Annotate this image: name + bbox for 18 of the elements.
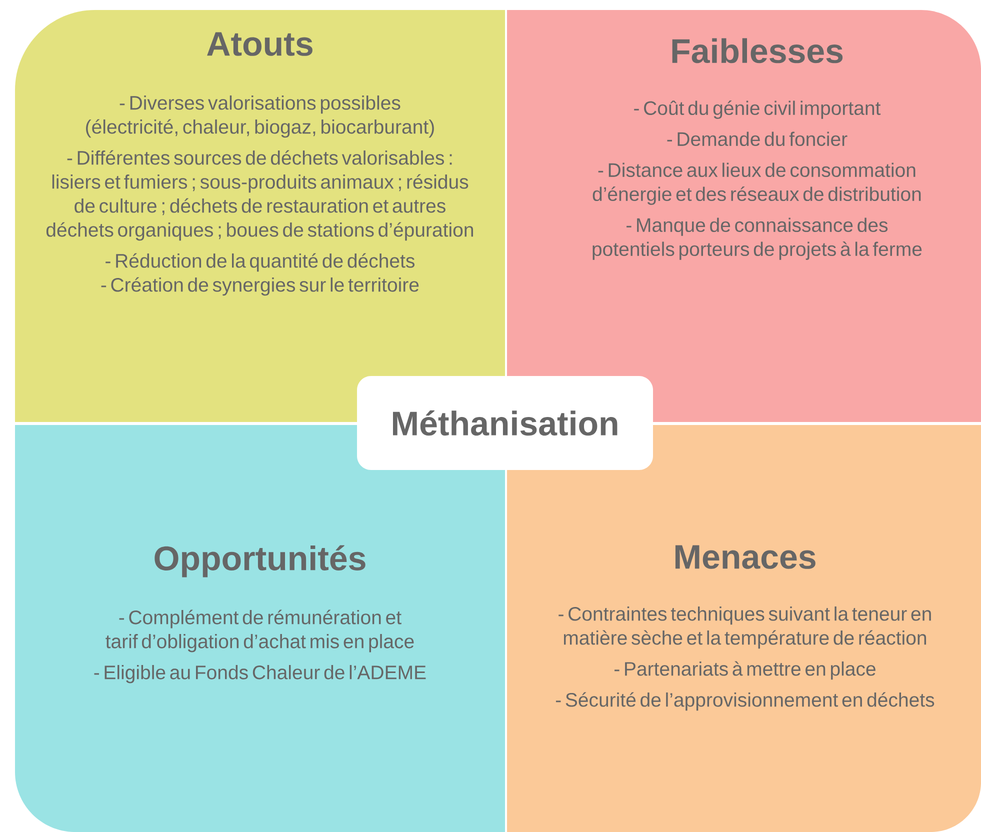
bullet-text: - Eligible au Fonds Chaleur de l’ADEME — [94, 665, 426, 684]
bullet-text: - Sécurité de l’approvisionnement en déchets — [556, 692, 934, 711]
heading: Opportunités — [154, 545, 366, 578]
center-title: Méthanisation — [393, 410, 618, 436]
heading: Menaces — [675, 545, 816, 569]
bullet-text: - Coût du génie civil important — [634, 100, 881, 119]
bullet-text: - Distance aux lieux de consommation d’énergie et des réseaux de distribution — [592, 162, 921, 205]
heading: Atouts — [207, 32, 312, 56]
bullet-text: - Manque de connaissance des potentiels porteurs de projets à la ferme — [592, 218, 922, 260]
bullet-text: - Diverses valorisations possibles (électricité, chaleur, biogaz, biocarburant) — [86, 95, 434, 138]
heading: Faiblesses — [672, 38, 843, 64]
bullet-text: - Contraintes techniques suivant la teneur en matière sèche et la température de réaction — [558, 606, 931, 649]
center-box — [357, 376, 654, 470]
bullet-text: - Réduction de la quantité de déchets - Création de synergies sur le territoire — [101, 253, 419, 296]
bullet-text: - Partenariats à mettre en place — [614, 661, 876, 680]
bullet-text: - Demande du foncier — [667, 132, 848, 146]
bullet-text: - Différentes sources de déchets valorisables : lisiers et fumiers ; sous-produits animaux ; résidus de culture ; déchets de restauration et autres déchets organiques ; boues de stations d’épuration — [46, 150, 474, 241]
bullet-text: - Complément de rémunération et tarif d’obligation d’achat mis en place — [106, 610, 414, 652]
